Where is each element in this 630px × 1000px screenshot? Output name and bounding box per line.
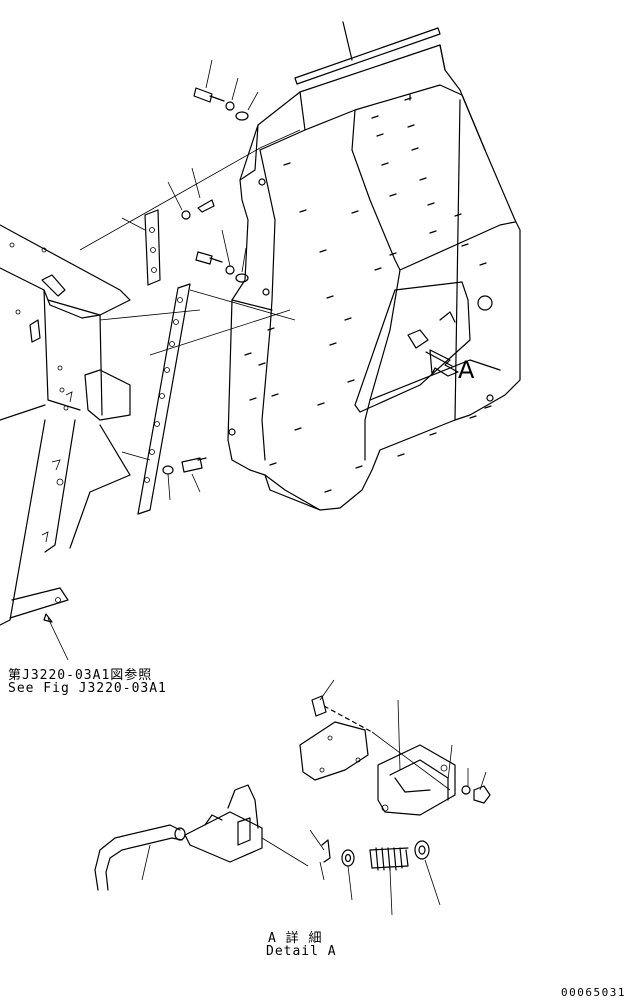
bolt-lower <box>162 457 207 501</box>
detail-title-english: Detail A <box>266 944 337 959</box>
reference-label-english: See Fig J3220-03A1 <box>8 681 167 696</box>
detail-a-assembly <box>94 679 491 916</box>
view-letter: A <box>458 356 475 384</box>
bolt-mid-1 <box>167 167 215 220</box>
long-strip <box>121 283 191 515</box>
drawing-code: 00065031 <box>561 986 626 999</box>
duct-housing <box>227 44 521 511</box>
bolt-top <box>193 59 259 121</box>
top-rail-strip <box>294 21 441 85</box>
view-arrow-a <box>425 351 453 367</box>
leader-lines <box>79 129 301 356</box>
reference-label-japanese: 第J3220-03A1図参照 <box>8 668 153 683</box>
left-frame <box>0 224 131 626</box>
reference-leader <box>43 613 69 661</box>
detail-title-japanese: A 詳 細 <box>268 931 323 946</box>
bolt-mid-2 <box>195 229 249 283</box>
bracket-plate <box>121 209 161 286</box>
